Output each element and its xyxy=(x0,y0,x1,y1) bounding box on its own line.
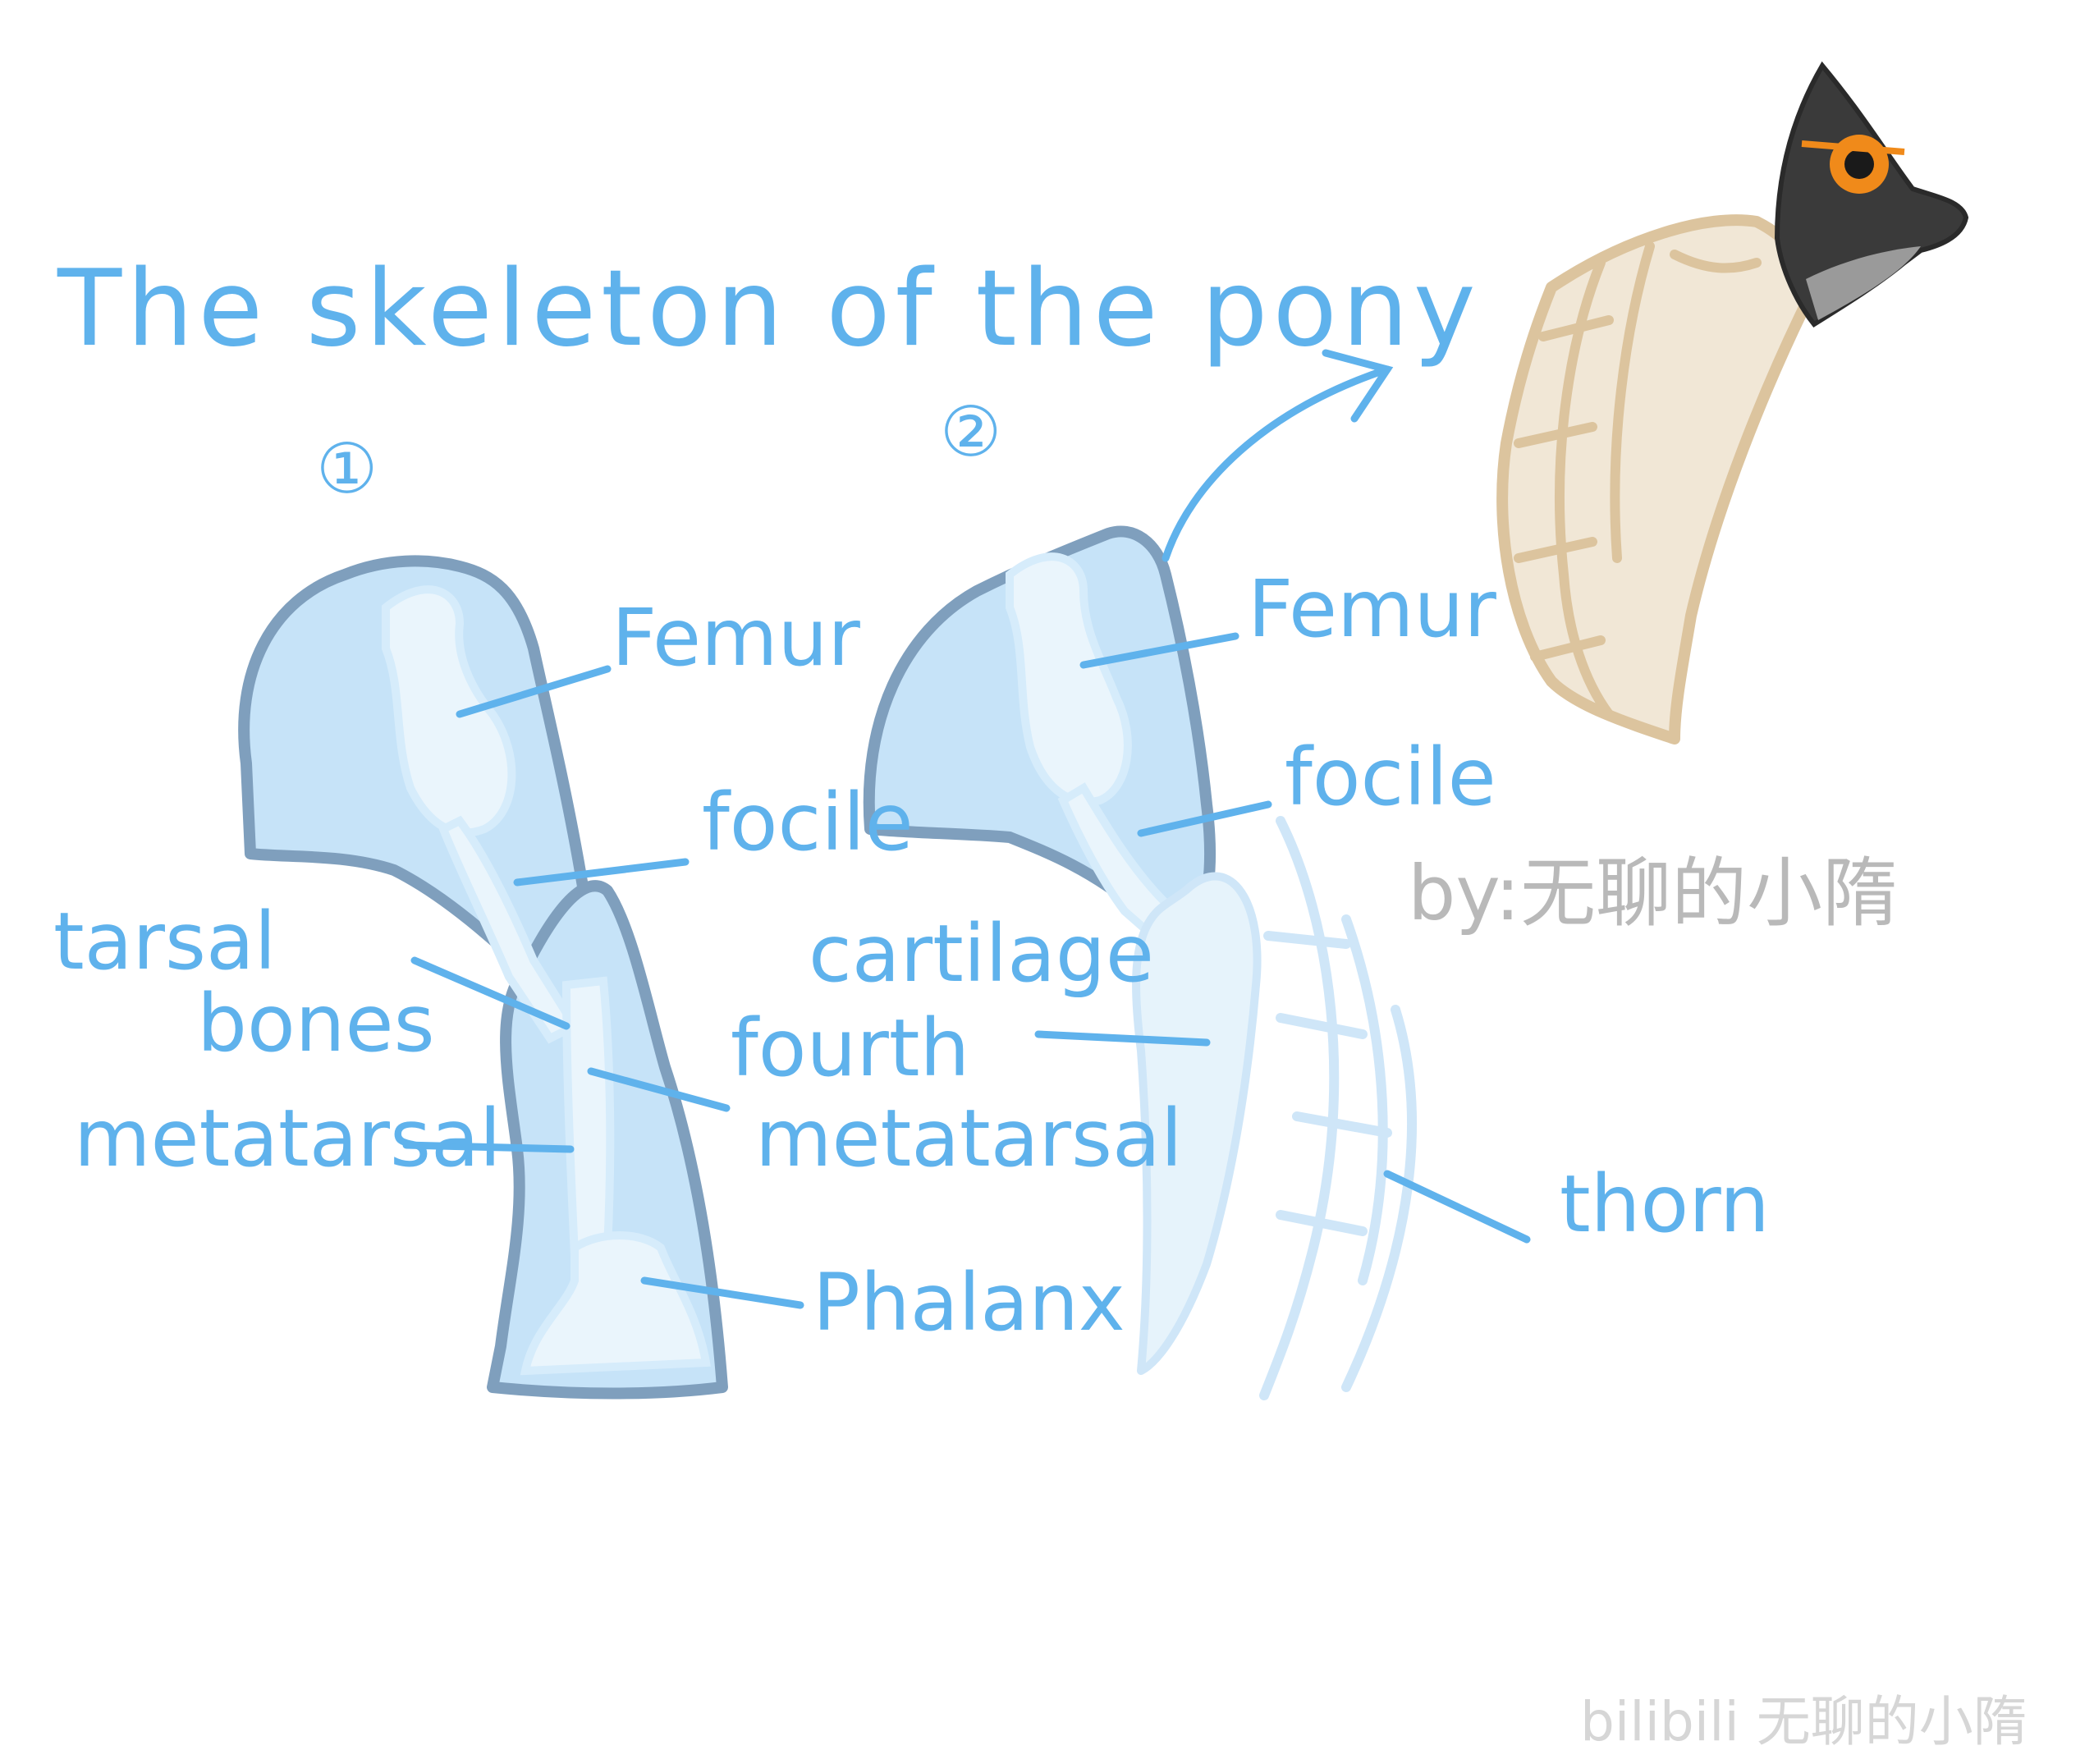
diagram-title: The skeleton of the pony xyxy=(57,248,1481,370)
femur-bone-1 xyxy=(382,585,516,837)
label-cartilage: cartilage xyxy=(809,908,1154,1000)
metatarsal-bone-1 xyxy=(561,976,615,1262)
artist-credit: by:无聊的小隋 xyxy=(1408,850,1898,937)
label-metatarsal-2: metatarsal xyxy=(755,1093,1183,1184)
anatomy-labels: Femur focile tarsal bones metatarsal fou… xyxy=(53,563,1770,1349)
horn-outer-shape xyxy=(1496,214,1820,745)
label-phalanx: Phalanx xyxy=(813,1257,1125,1349)
leg-illustration-1 xyxy=(238,555,728,1400)
leader-lines xyxy=(402,632,1531,1309)
label-focile-2: focile xyxy=(1285,731,1496,823)
leg-illustration-2 xyxy=(863,525,1417,1400)
femur-bone-2 xyxy=(1006,552,1132,806)
label-femur-2: Femur xyxy=(1248,563,1496,655)
label-metatarsal-1: metatarsal xyxy=(74,1093,502,1184)
figure-number-1: ① xyxy=(316,428,378,509)
label-femur-1: Femur xyxy=(612,592,860,684)
horn-illustration xyxy=(1496,61,1969,745)
arrow-to-horn xyxy=(1162,349,1394,562)
figure-number-2: ② xyxy=(940,392,1001,472)
label-tarsal: tarsal xyxy=(53,896,276,987)
thorn-ribs-2 xyxy=(1259,816,1417,1400)
phalanx-bone-1 xyxy=(520,1231,711,1376)
label-focile-1: focile xyxy=(702,777,914,868)
helmet-jaw xyxy=(1806,246,1921,320)
label-fourth: fourth xyxy=(731,1002,969,1094)
cartilage-shape-2 xyxy=(1132,872,1262,1375)
label-bones: bones xyxy=(197,978,435,1070)
label-thorn: thorn xyxy=(1560,1158,1770,1250)
site-watermark: bilibili 无聊的小隋 xyxy=(1580,1690,2028,1753)
